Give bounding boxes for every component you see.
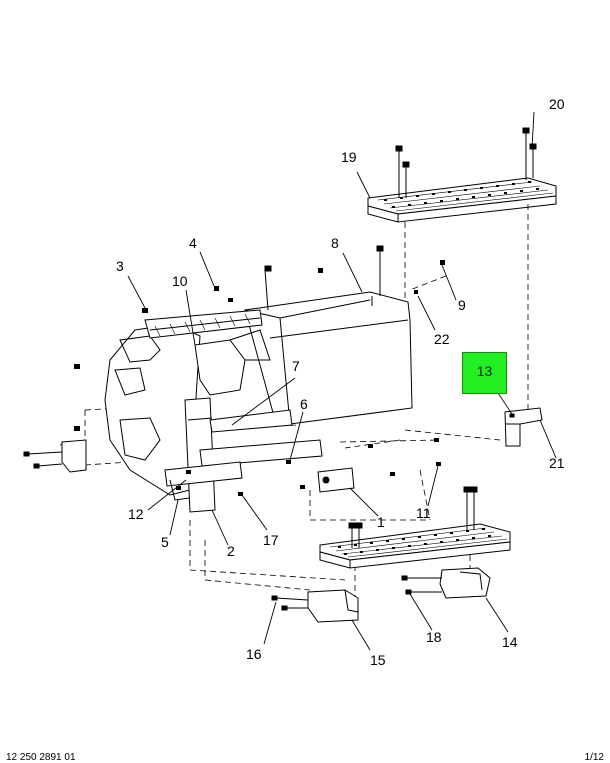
highlighted-callout-13[interactable]: 13 — [462, 352, 507, 394]
callout-9: 9 — [458, 297, 466, 313]
callout-10: 10 — [172, 273, 188, 289]
upper-step — [367, 127, 557, 223]
leader-lines — [127, 111, 557, 651]
item1-bracket — [317, 467, 355, 493]
callout-4: 4 — [189, 235, 197, 251]
callout-14: 14 — [502, 634, 518, 650]
callout-6: 6 — [300, 396, 308, 412]
callout-3: 3 — [116, 258, 124, 274]
battery-box — [244, 245, 413, 425]
callout-2: 2 — [227, 543, 235, 559]
callout-13: 13 — [476, 363, 493, 379]
callout-19: 19 — [341, 149, 357, 165]
lower-bracket-15 — [271, 589, 359, 623]
callout-15: 15 — [370, 652, 386, 668]
drawing-number: 12 250 2891 01 — [6, 752, 76, 763]
callout-22: 22 — [434, 331, 450, 347]
callout-5: 5 — [161, 534, 169, 550]
left-frame — [104, 309, 323, 513]
callout-20: 20 — [549, 96, 565, 112]
fasteners — [74, 260, 445, 496]
callout-labels: 1 2 3 4 5 6 7 8 9 10 11 12 14 15 16 17 1… — [116, 96, 565, 668]
callout-1: 1 — [377, 514, 385, 530]
callout-16: 16 — [246, 646, 262, 662]
page-indicator: 1/12 — [584, 752, 604, 763]
callout-21: 21 — [549, 455, 565, 471]
right-bracket — [504, 407, 543, 447]
callout-8: 8 — [331, 235, 339, 251]
lower-bracket-14 — [401, 567, 491, 599]
callout-18: 18 — [426, 629, 442, 645]
callout-7: 7 — [292, 358, 300, 374]
callout-12: 12 — [128, 506, 144, 522]
lower-step — [319, 486, 511, 569]
left-small-bracket — [23, 439, 87, 473]
callout-17: 17 — [263, 532, 279, 548]
callout-11: 11 — [416, 505, 431, 521]
